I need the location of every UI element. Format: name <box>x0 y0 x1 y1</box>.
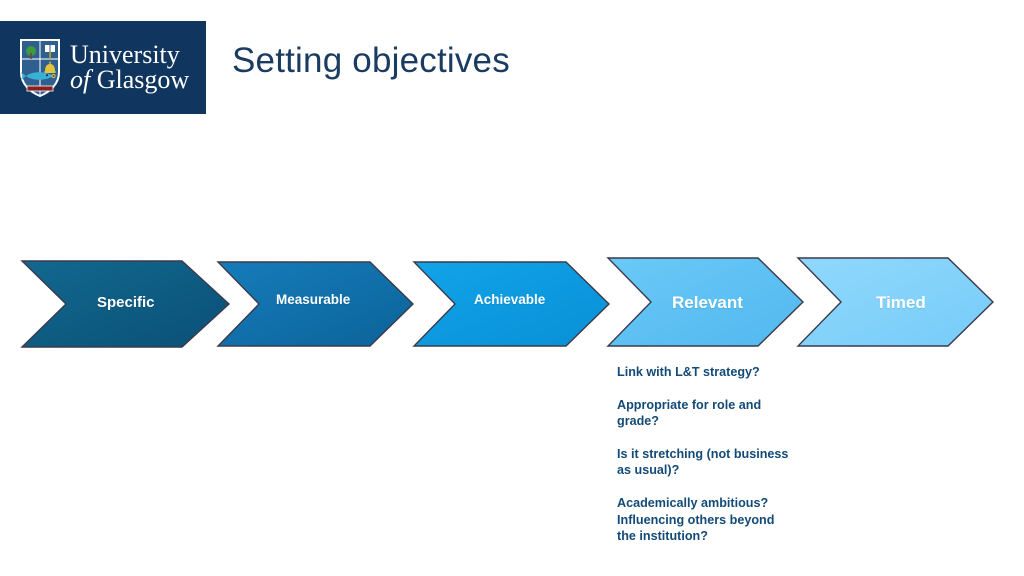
logo-line-university: University <box>70 40 180 70</box>
note-item: Appropriate for role and grade? <box>617 397 762 429</box>
logo-wordmark: University of Glasgow <box>70 40 190 94</box>
chevron-measurable[interactable]: Measurable <box>216 261 415 347</box>
logo-line-glasgow: of Glasgow <box>70 64 190 94</box>
chevron-timed[interactable]: Timed <box>796 257 995 347</box>
note-item: Academically ambitious? Influencing othe… <box>617 496 775 544</box>
chevron-relevant[interactable]: Relevant <box>606 257 805 347</box>
university-logo: University of Glasgow <box>0 21 206 114</box>
chevron-achievable[interactable]: Achievable <box>412 261 611 347</box>
chevron-specific[interactable]: Specific <box>20 260 231 348</box>
note-item: Link with L&T strategy? <box>617 365 760 379</box>
note-item: Is it stretching (not business as usual)… <box>617 446 789 478</box>
chevron-label-specific: Specific <box>97 294 155 311</box>
chevron-label-relevant: Relevant <box>672 293 743 312</box>
page-title: Setting objectives <box>232 41 510 80</box>
chevron-label-measurable: Measurable <box>276 292 351 307</box>
chevron-label-timed: Timed <box>876 293 926 312</box>
university-crest-icon <box>20 38 60 97</box>
logo-glasgow: Glasgow <box>96 64 190 94</box>
relevant-notes-list: Link with L&T strategy? Appropriate for … <box>617 364 795 545</box>
chevron-label-achievable: Achievable <box>474 292 546 307</box>
logo-of: of <box>70 64 97 94</box>
